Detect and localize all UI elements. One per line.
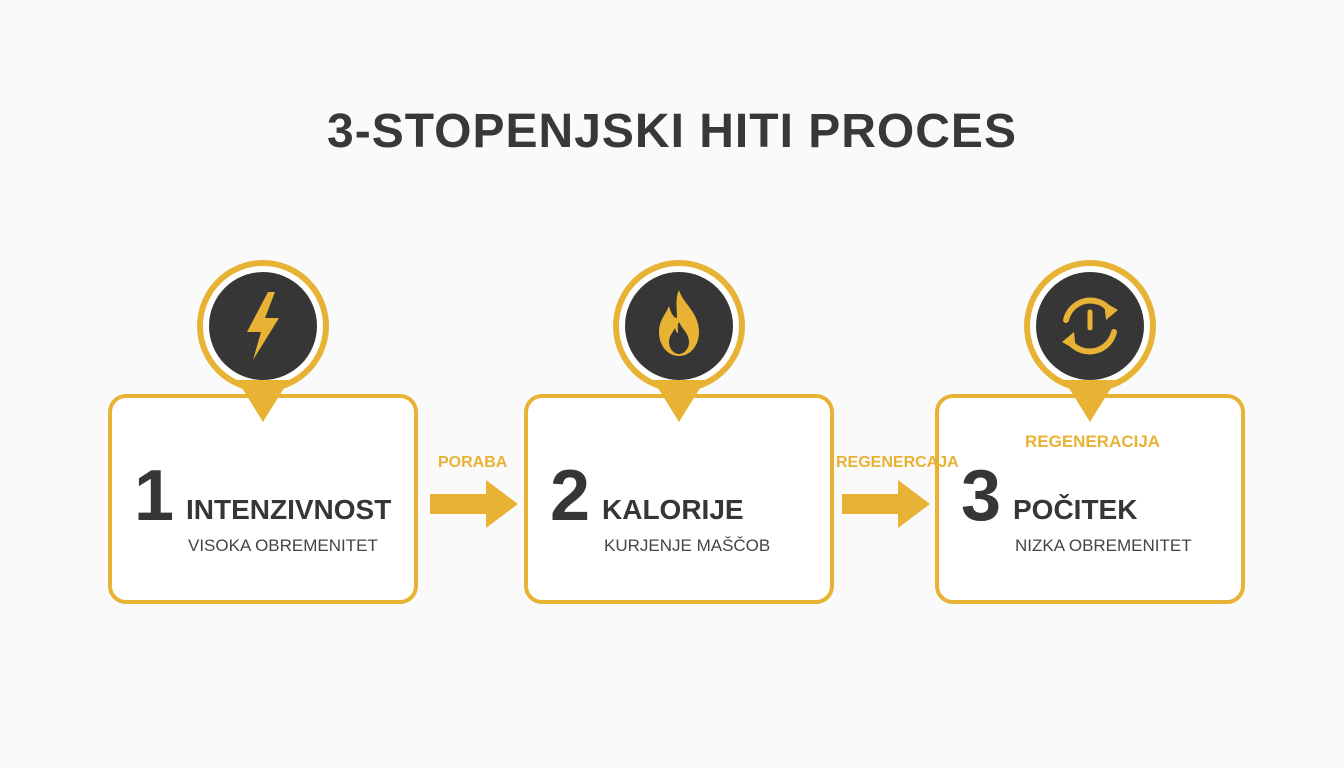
arrow-right-icon xyxy=(842,480,930,528)
flame-icon xyxy=(611,258,747,424)
connector-label: PORABA xyxy=(438,454,508,471)
step-title: INTENZIVNOST xyxy=(186,494,392,525)
step-subtitle: NIZKA OBREMENITET xyxy=(1015,536,1192,555)
step-card: 2 KALORIJE KURJENJE MAŠČOB xyxy=(524,394,834,604)
step-title: KALORIJE xyxy=(602,494,744,525)
step-card: 1 INTENZIVNOST VISOKA OBREMENITET xyxy=(108,394,418,604)
lightning-bolt-icon xyxy=(195,258,331,424)
step-2: 2 KALORIJE KURJENJE MAŠČOB xyxy=(524,258,834,606)
step-number: 1 xyxy=(134,456,175,536)
step-number: 2 xyxy=(550,456,591,536)
step-1: 1 INTENZIVNOST VISOKA OBREMENITET xyxy=(108,258,418,606)
arrow-right-icon xyxy=(430,480,518,528)
page-title: 3-STOPENJSKI HITI PROCES xyxy=(327,105,1017,158)
step-card: REGENERACIJA 3 POČITEK NIZKA OBREMENITET xyxy=(935,394,1245,604)
step-subtitle: VISOKA OBREMENITET xyxy=(188,536,378,555)
step-title: POČITEK xyxy=(1013,494,1138,525)
step-number: 3 xyxy=(961,456,1002,536)
refresh-clock-icon xyxy=(1022,258,1158,424)
connector-label: REGENERCAJA xyxy=(836,454,959,471)
step-3: REGENERACIJA 3 POČITEK NIZKA OBREMENITET xyxy=(935,258,1245,606)
step-inner-label: REGENERACIJA xyxy=(1025,432,1161,451)
step-subtitle: KURJENJE MAŠČOB xyxy=(604,536,771,555)
